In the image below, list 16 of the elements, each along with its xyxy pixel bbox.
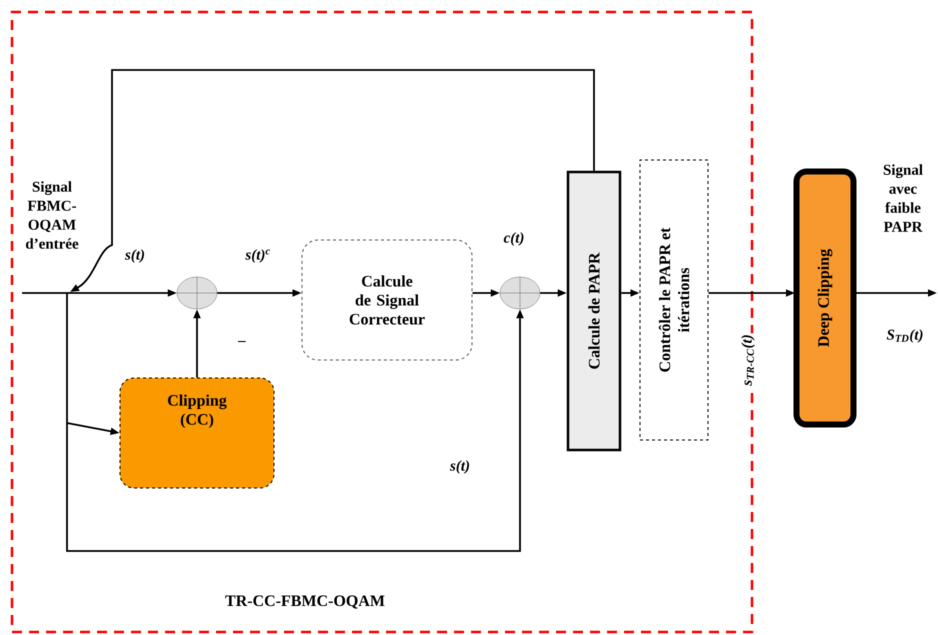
process-box: Calcule de PAPR [566,170,622,452]
signal-label: Signal avec faible PAPR [884,164,923,232]
summing-junction [500,276,540,310]
process-box: Calcule de Signal Correcteur [302,240,472,360]
edge-label: s(t) [124,249,144,263]
deep-clipping-box: Deep Clipping [794,168,856,428]
edge-label: s$_{TR-CC}$(t) [741,335,755,386]
edge-label: S$_{TD}$(t) [886,329,923,343]
summing-junction [176,276,218,310]
signal-label: c(t) [504,232,524,246]
dashed-box: Contrôler le PAPR et itérations [640,160,708,440]
edge-label: – [238,341,246,342]
clipping-box: Clipping (CC) [120,378,274,488]
signal-label: Signal FBMC-OQAM d’entrée [26,181,78,249]
edge-label: s(t)$^{c}$ [245,249,270,263]
edge-label: s(t) [450,460,470,474]
